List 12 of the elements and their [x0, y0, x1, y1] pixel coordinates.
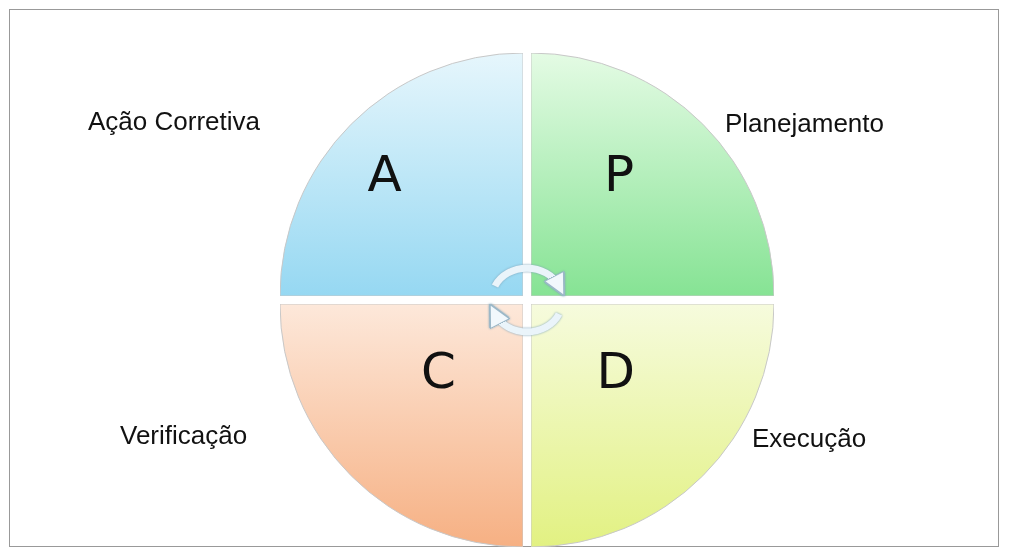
phase-label: Ação Corretiva	[88, 106, 260, 137]
curved-arrow	[488, 303, 562, 336]
quadrant-shape	[280, 53, 523, 296]
phase-label: Execução	[752, 423, 867, 454]
phase-label: Verificação	[120, 420, 248, 451]
quadrant-letter: A	[367, 144, 402, 203]
phase-label: Planejamento	[725, 108, 884, 139]
quadrant-letter: D	[596, 342, 636, 401]
quadrant-letter: P	[603, 144, 635, 203]
quadrant-shape	[280, 304, 523, 547]
curved-arrow	[492, 264, 566, 297]
quadrant-letter: C	[420, 342, 456, 401]
